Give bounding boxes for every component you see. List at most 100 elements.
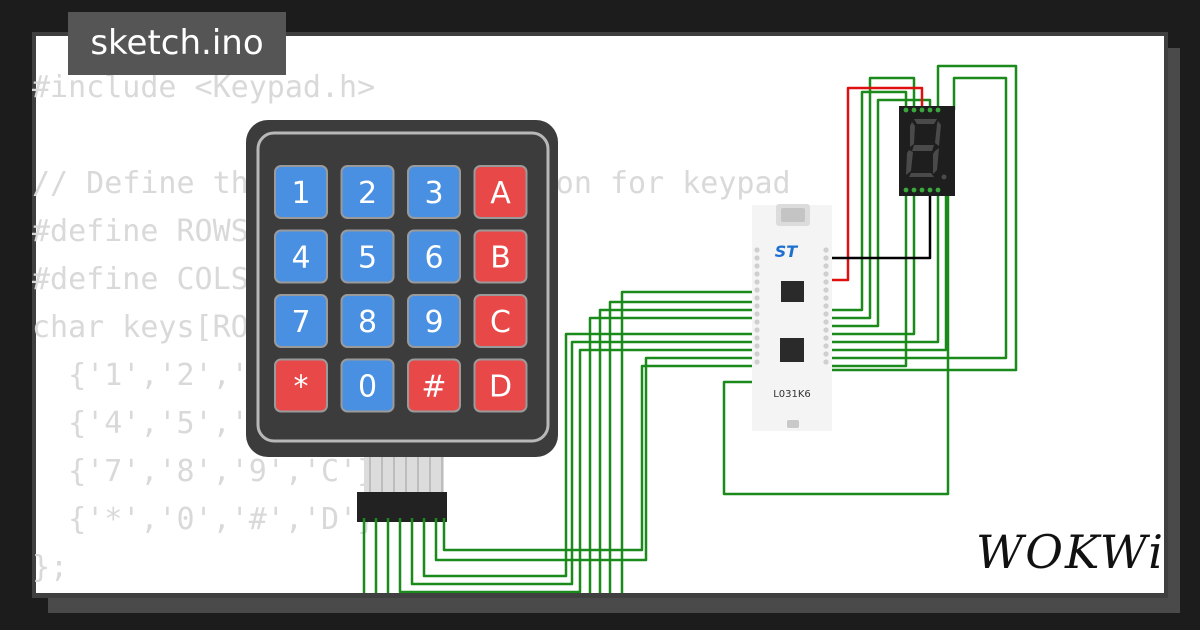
board-pin[interactable] [754,263,760,269]
wire[interactable] [620,290,757,600]
board-pin[interactable] [823,351,829,357]
display-pin[interactable] [919,187,925,193]
board-pin[interactable] [754,311,760,317]
display-pin[interactable] [927,187,933,193]
keypad-key-label: 5 [358,241,377,276]
keypad-key-label: 2 [358,176,377,211]
wires [362,64,1018,600]
keypad-connector [357,492,447,522]
board-pin[interactable] [754,327,760,333]
board-pin[interactable] [754,343,760,349]
keypad-key-label: C [490,305,511,340]
code-line: #include <Keypad.h> [32,70,376,105]
keypad-key-label: D [489,370,512,405]
microcontroller-board[interactable]: ST L031K6 [752,204,832,431]
keypad-key[interactable]: 3 [407,165,461,219]
wire[interactable] [826,98,932,328]
keypad-key[interactable]: 6 [407,229,461,284]
keypad-key-label: A [490,176,511,211]
board-pin[interactable] [823,247,829,253]
wire[interactable] [422,332,757,578]
board-pin[interactable] [823,295,829,301]
wire[interactable] [442,364,757,552]
file-tab[interactable]: sketch.ino [68,12,286,75]
keypad-key[interactable]: 5 [340,229,395,284]
display-pin[interactable] [903,107,909,113]
display-pin[interactable] [927,107,933,113]
wire[interactable] [826,190,916,336]
keypad-key-label: B [490,241,511,276]
board-pin[interactable] [754,255,760,261]
board-pin[interactable] [823,311,829,317]
keypad-key[interactable]: D [473,358,528,413]
board-pin[interactable] [823,263,829,269]
board-pin[interactable] [754,335,760,341]
keypad-key[interactable]: A [473,165,528,219]
keypad-key-label: 9 [424,305,443,340]
wire[interactable] [398,348,757,593]
display-pin[interactable] [903,187,909,193]
keypad-key[interactable]: 7 [274,294,328,348]
keypad-key-label: 0 [358,370,377,405]
board-pin[interactable] [754,279,760,285]
keypad-key[interactable]: # [407,358,461,413]
board-pin[interactable] [823,335,829,341]
board-pin[interactable] [754,351,760,357]
keypad-key[interactable]: 2 [340,165,395,219]
board-pin[interactable] [823,319,829,325]
wire[interactable] [598,308,757,600]
display-pin[interactable] [911,107,917,113]
board-pin[interactable] [754,247,760,253]
board-pin[interactable] [754,295,760,301]
board-pin[interactable] [754,303,760,309]
keypad-key-label: 3 [424,176,443,211]
keypad-key[interactable]: 0 [340,358,395,413]
board-pin[interactable] [823,271,829,277]
wire[interactable] [826,86,924,282]
keypad-key[interactable]: 8 [340,294,395,348]
board-pin[interactable] [754,271,760,277]
keypad-key[interactable]: C [473,294,528,348]
keypad-key-label: * [294,370,309,405]
keypad-key[interactable]: 1 [274,165,328,219]
board-pin[interactable] [823,303,829,309]
wire[interactable] [410,340,757,586]
board-pin[interactable] [754,287,760,293]
brand-logo: WOKWi [976,525,1165,579]
keypad-key[interactable]: * [274,358,328,413]
wire[interactable] [826,76,1008,360]
keypad-key-label: 8 [358,305,377,340]
board-pin[interactable] [823,287,829,293]
seven-segment-display[interactable] [899,106,955,196]
board-pin[interactable] [823,359,829,365]
display-pin[interactable] [935,187,941,193]
wire[interactable] [826,90,908,312]
wire[interactable] [608,300,757,600]
display-pin[interactable] [919,107,925,113]
keypad-key-label: 7 [291,305,310,340]
mcu-chip [780,338,804,362]
display-pin[interactable] [911,187,917,193]
chip [781,281,804,302]
wire[interactable] [588,316,757,600]
wire[interactable] [722,190,950,496]
keypad-key-label: 1 [291,176,310,211]
wire[interactable] [826,190,908,368]
keypad-key[interactable]: 9 [407,294,461,348]
board-pin[interactable] [823,327,829,333]
keypad-key[interactable]: B [473,229,528,284]
wire[interactable] [826,190,932,260]
display-pin[interactable] [935,107,941,113]
board-pin[interactable] [823,279,829,285]
board-pin[interactable] [823,343,829,349]
wire[interactable] [434,356,757,562]
board-pin[interactable] [823,255,829,261]
keypad-key[interactable]: 4 [274,229,328,284]
keypad-key-label: # [421,370,446,405]
wire[interactable] [826,64,1018,372]
board-pin[interactable] [754,359,760,365]
code-line: }; [32,550,69,585]
board-pin[interactable] [754,319,760,325]
